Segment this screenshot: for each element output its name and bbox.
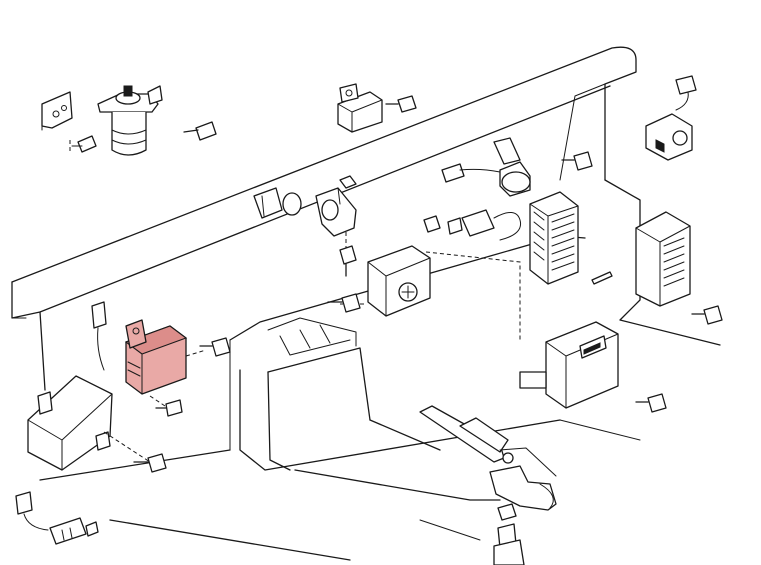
sender-unit — [253, 187, 302, 219]
door-switch — [645, 75, 697, 161]
fuse-cover — [635, 211, 691, 307]
fuse-block — [529, 191, 579, 285]
fuse-pin — [591, 271, 613, 285]
control-unit — [519, 321, 619, 409]
mounting-bracket — [315, 187, 357, 237]
wiring-connector — [447, 209, 522, 241]
bolt-icon — [635, 393, 667, 413]
ignition-coil — [97, 85, 163, 156]
bolt-icon — [339, 245, 357, 277]
screw-icon — [71, 135, 97, 153]
wiring-connector — [441, 163, 501, 183]
brake-switch — [493, 523, 525, 565]
bolt-icon — [199, 337, 231, 357]
bolt-icon — [183, 121, 217, 141]
temperature-sensor — [49, 517, 99, 545]
bolt-icon — [133, 453, 167, 473]
dashboard-outline — [11, 46, 721, 561]
nut-icon — [339, 175, 357, 189]
small-relay — [337, 83, 383, 133]
wiring-connector — [91, 301, 107, 371]
parking-brake-lever — [419, 405, 557, 511]
bracket-top-left — [41, 91, 73, 131]
horn-switch — [493, 137, 531, 197]
bolt-icon — [691, 305, 723, 325]
bolt-icon — [561, 151, 593, 171]
flasher-unit — [367, 245, 431, 317]
nut-icon — [497, 503, 517, 521]
bolt-icon — [385, 95, 417, 113]
wiring-connector — [15, 491, 49, 531]
bolt-icon — [155, 399, 183, 417]
relay-highlighted — [124, 319, 188, 395]
nut-icon — [423, 215, 441, 233]
control-module — [27, 375, 113, 471]
bolt-icon — [327, 293, 361, 313]
